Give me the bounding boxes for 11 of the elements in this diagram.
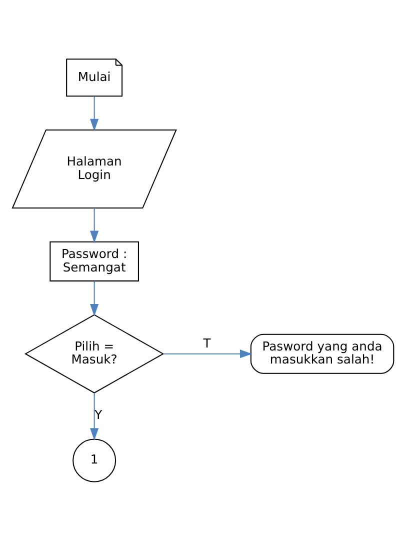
edge-label: T [203,336,211,350]
arrow [90,392,99,440]
arrow [90,280,99,316]
arrow [163,349,252,358]
node-circle: 1 [72,438,116,482]
node-box: Password : Semangat [50,240,139,281]
node-diamond: Pilih = Masuk? [24,314,164,393]
arrow [90,96,99,131]
arrow [90,208,99,243]
edge-label: Y [94,408,102,422]
node-box: Pasword yang anda masukkan salah! [250,333,394,374]
